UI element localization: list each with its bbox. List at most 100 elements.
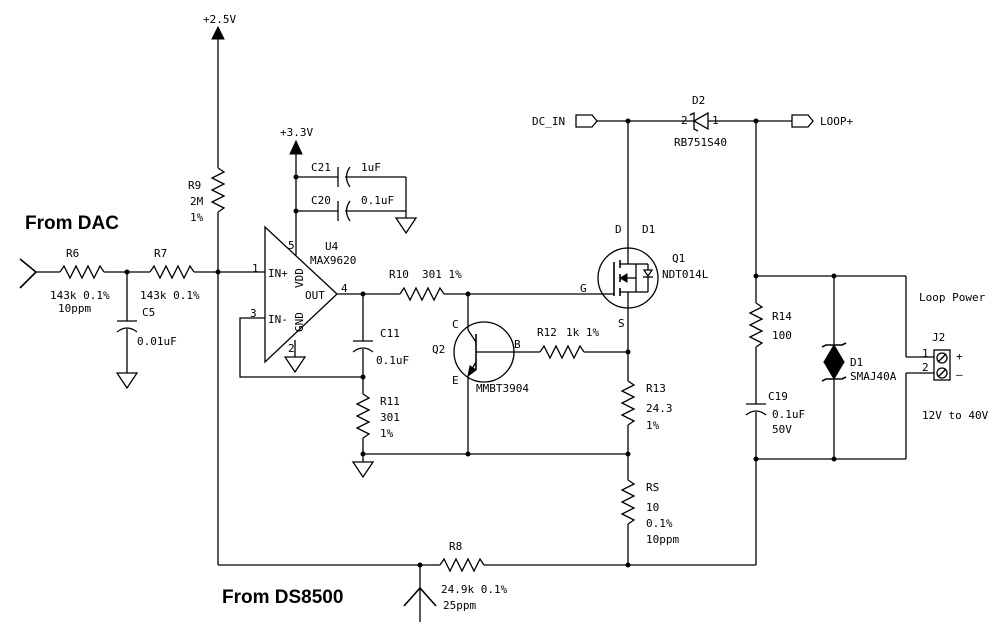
q2-b-label: B — [514, 338, 521, 351]
r7-ref: R7 — [154, 247, 167, 260]
r13-tol: 1% — [646, 419, 660, 432]
j2-ref: J2 — [932, 331, 945, 344]
r8-tc: 25ppm — [443, 599, 476, 612]
junction-r9 — [215, 269, 221, 275]
junction-c11-r11 — [360, 374, 366, 380]
c5-ref: C5 — [142, 306, 155, 319]
resistor-r9: R9 2M 1% — [188, 167, 226, 565]
capacitor-c20: C20 0.1uF — [296, 194, 406, 222]
tvs-diode-d1: D1 SMAJ40A — [821, 276, 897, 459]
resistor-rs: RS 10 0.1% 10ppm — [620, 479, 679, 565]
rs-tc: 10ppm — [646, 533, 679, 546]
rs-value: 10 — [646, 501, 659, 514]
opamp-pin4: 4 — [341, 282, 348, 295]
q1-s-label: S — [618, 317, 625, 330]
r11-value: 301 — [380, 411, 400, 424]
r6-tc: 10ppm — [58, 302, 91, 315]
d1-ref: D1 — [850, 356, 863, 369]
resistor-r14: R14 100 — [748, 302, 792, 404]
port-dc-in-label: DC_IN — [532, 115, 565, 128]
dac-input-arrow — [19, 258, 60, 289]
r14-ref: R14 — [772, 310, 792, 323]
transistor-q2: C E B Q2 MMBT3904 — [432, 294, 540, 454]
opamp-pin3: 3 — [250, 307, 257, 320]
q1-d1-label: D1 — [642, 223, 655, 236]
capacitor-c5: C5 0.01uF — [115, 272, 177, 390]
heading-from-ds8500: From DS8500 — [222, 587, 343, 608]
opamp-in-plus: IN+ — [268, 267, 288, 280]
j2-minus: – — [956, 368, 963, 381]
rs-ref: RS — [646, 481, 659, 494]
r8-value: 24.9k 0.1% — [441, 583, 508, 596]
q1-g-label: G — [580, 282, 587, 295]
j2-pin1: 1 — [922, 347, 929, 360]
r9-tol: 1% — [190, 211, 204, 224]
ground-c20 — [394, 177, 418, 235]
resistor-r11: R11 301 1% — [351, 393, 400, 479]
q1-ref: Q1 — [672, 252, 685, 265]
j2-plus: + — [956, 350, 963, 363]
capacitor-c19: C19 0.1uF 50V — [745, 390, 805, 565]
rail-3v3: +3.3V — [280, 126, 313, 255]
opamp-vdd: VDD — [293, 268, 306, 288]
opamp-in-minus: IN- — [268, 313, 288, 326]
q2-part: MMBT3904 — [476, 382, 529, 395]
capacitor-c11: C11 0.1uF — [352, 294, 409, 394]
opamp-out: OUT — [305, 289, 325, 302]
ds8500-input-arrow — [403, 565, 437, 622]
resistor-r13: R13 24.3 1% — [620, 352, 673, 480]
d2-part: RB751S40 — [674, 136, 727, 149]
rs-tol: 0.1% — [646, 517, 673, 530]
r10-ref: R10 — [389, 268, 409, 281]
port-loop-plus: LOOP+ — [791, 114, 853, 128]
c20-ref: C20 — [311, 194, 331, 207]
c21-value: 1uF — [361, 161, 381, 174]
r12-value: 1k 1% — [566, 326, 599, 339]
q1-d-label: D — [615, 223, 622, 236]
r11-tol: 1% — [380, 427, 394, 440]
opamp-pin2: 2 — [288, 342, 295, 355]
opamp-gnd: GND — [293, 312, 306, 332]
r14-value: 100 — [772, 329, 792, 342]
j2-title: Loop Power — [919, 291, 986, 304]
junction-rs-bottom — [625, 562, 631, 568]
r12-ref: R12 — [537, 326, 557, 339]
r8-ref: R8 — [449, 540, 462, 553]
r9-ref: R9 — [188, 179, 201, 192]
j2-range: 12V to 40V — [922, 409, 989, 422]
d2-pin1: 1 — [712, 114, 719, 127]
opamp-part: MAX9620 — [310, 254, 356, 267]
r13-value: 24.3 — [646, 402, 673, 415]
opamp-pin1: 1 — [252, 262, 259, 275]
r13-ref: R13 — [646, 382, 666, 395]
feedback-wire — [239, 317, 363, 378]
j2-pin2: 2 — [922, 361, 929, 374]
q2-ref: Q2 — [432, 343, 445, 356]
heading-from-dac: From DAC — [25, 213, 119, 234]
q2-e-label: E — [452, 374, 459, 387]
ground-u4 — [283, 340, 307, 374]
mosfet-q1: D D1 G S Q1 NDT014L — [580, 196, 709, 352]
c19-ref: C19 — [768, 390, 788, 403]
opamp-ref: U4 — [325, 240, 339, 253]
r9-value: 2M — [190, 195, 204, 208]
rail-3v3-label: +3.3V — [280, 126, 313, 139]
rail-2v5: +2.5V — [203, 13, 236, 168]
connector-j2: J2 1 2 + – Loop Power 12V to 40V — [905, 276, 989, 459]
c11-value: 0.1uF — [376, 354, 409, 367]
d1-part: SMAJ40A — [850, 370, 897, 383]
port-loop-plus-label: LOOP+ — [820, 115, 853, 128]
d2-ref: D2 — [692, 94, 705, 107]
r6-ref: R6 — [66, 247, 79, 260]
c20-value: 0.1uF — [361, 194, 394, 207]
r11-ref: R11 — [380, 395, 400, 408]
diode-d2: D2 2 1 RB751S40 — [674, 94, 792, 149]
d2-pin2: 2 — [681, 114, 688, 127]
r6-value: 143k 0.1% — [50, 289, 110, 302]
c19-voltage: 50V — [772, 423, 792, 436]
opamp-u4: IN+ IN- OUT 1 3 4 5 2 VDD GND U4 MAX9620 — [250, 225, 356, 364]
capacitor-c21: C21 1uF — [296, 161, 406, 188]
r10-value: 301 1% — [422, 268, 462, 281]
rail-2v5-label: +2.5V — [203, 13, 236, 26]
